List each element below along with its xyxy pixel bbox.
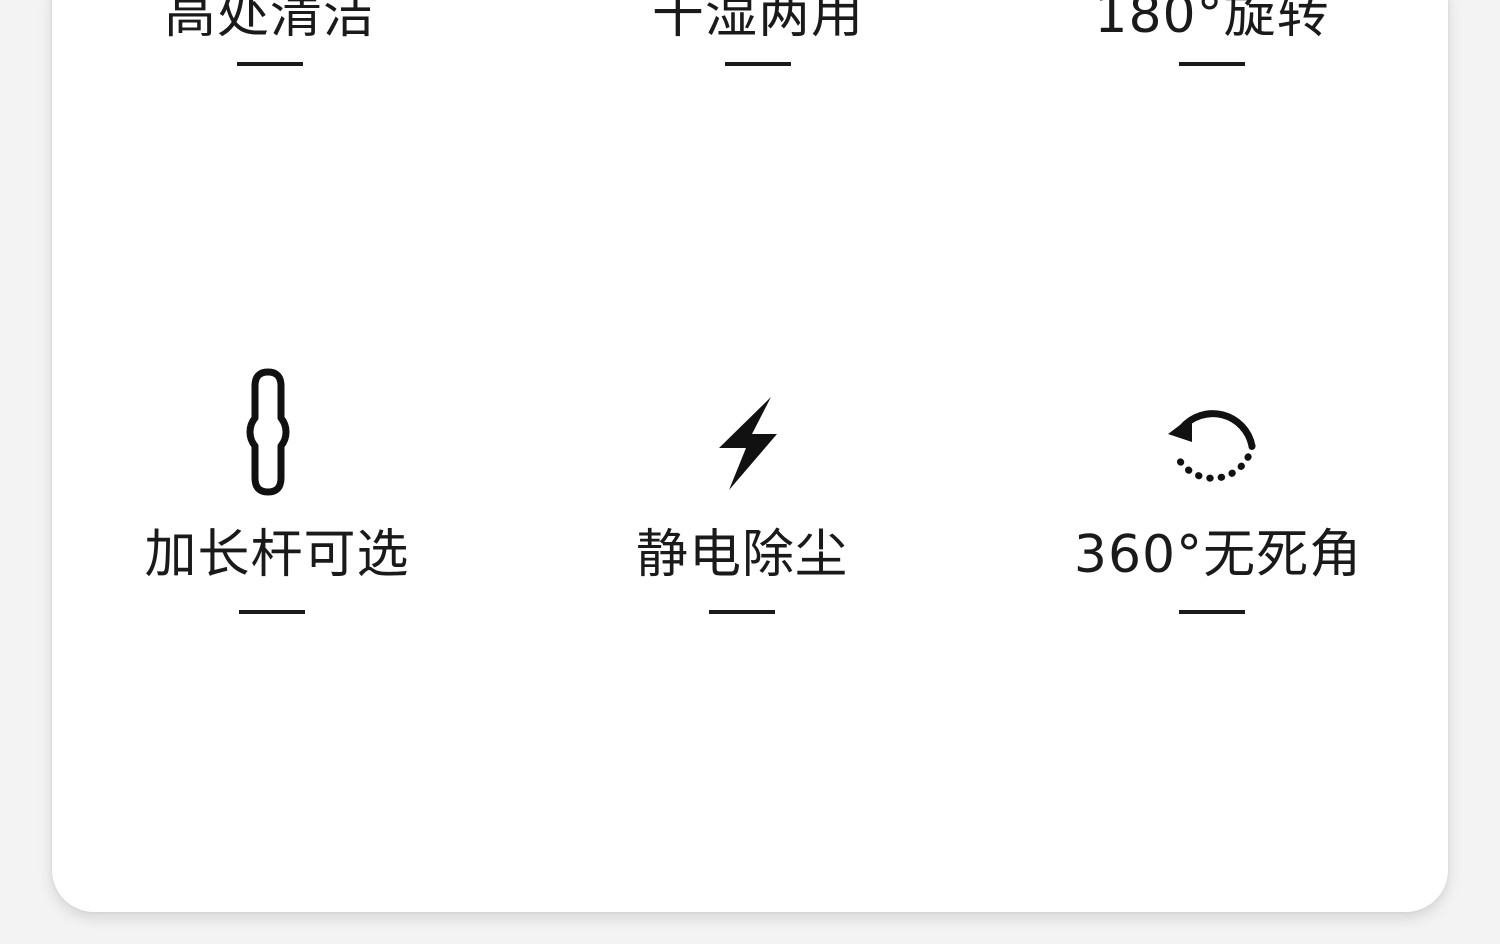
feature-divider xyxy=(725,62,791,66)
feature-divider xyxy=(1179,610,1245,614)
feature-label-electrostatic-dust: 静电除尘 xyxy=(635,525,849,585)
feature-divider xyxy=(237,62,303,66)
extension-rod-icon xyxy=(246,368,290,496)
feature-label-wet-dry: 干湿两用 xyxy=(651,0,865,45)
lightning-bolt-icon xyxy=(719,397,777,490)
feature-label-360-no-dead-angle: 360°无死角 xyxy=(1073,525,1363,585)
feature-divider xyxy=(709,610,775,614)
feature-label-extension-rod: 加长杆可选 xyxy=(144,525,410,585)
feature-card: 高处清洁 干湿两用 180°旋转 加长杆可选 静电除尘 360°无死角 xyxy=(52,0,1448,912)
feature-label-high-cleaning: 高处清洁 xyxy=(163,0,377,45)
feature-label-180-rotation: 180°旋转 xyxy=(1094,0,1330,45)
rotate-arrow-icon xyxy=(1168,410,1256,482)
feature-divider xyxy=(1179,62,1245,66)
feature-divider xyxy=(239,610,305,614)
